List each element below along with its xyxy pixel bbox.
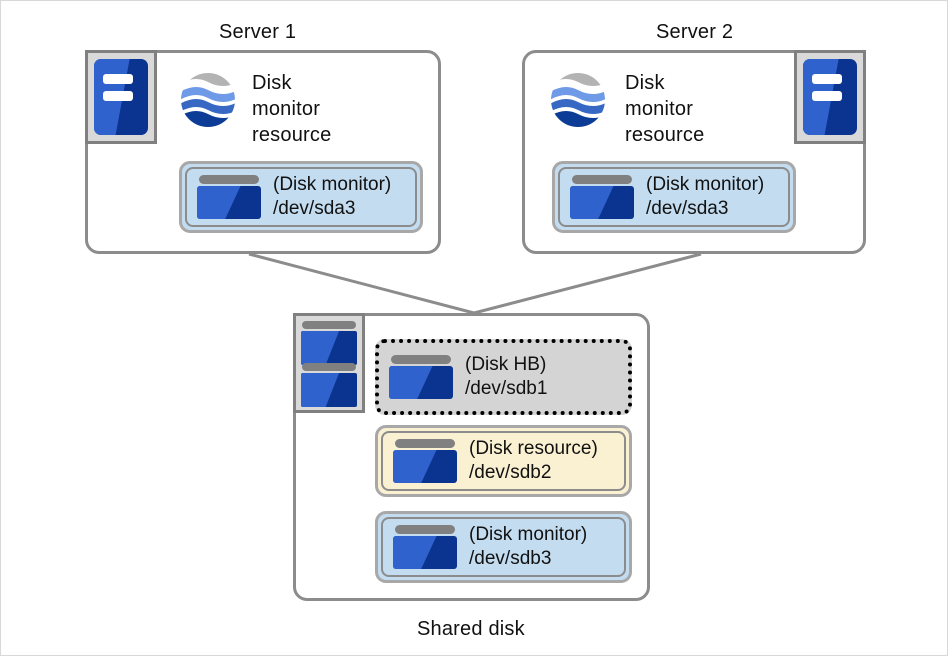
connector-server1-to-shared-disk bbox=[248, 252, 475, 315]
server-icon-bar-bottom bbox=[102, 90, 133, 101]
server1-disk-monitor-box[interactable]: (Disk monitor) /dev/sda3 bbox=[179, 161, 423, 233]
disk-icon-block bbox=[570, 186, 634, 219]
server2-disk-monitor-line1: (Disk monitor) bbox=[646, 174, 765, 196]
shared-disk-partition-hb-line2: /dev/sdb1 bbox=[465, 378, 548, 399]
disk-icon bbox=[197, 175, 261, 219]
shared-disk-partition-monitor[interactable]: (Disk monitor) /dev/sdb3 bbox=[375, 511, 632, 583]
shared-disk-unit-1-top-bar bbox=[302, 321, 356, 329]
server1-resource-title-line1: Disk bbox=[252, 72, 292, 94]
disk-icon-top-bar bbox=[395, 525, 455, 534]
server1-resource-title-line2: monitor bbox=[252, 98, 321, 120]
server2-caption: Server 2 bbox=[656, 21, 734, 43]
disk-icon bbox=[570, 175, 634, 219]
server2-disk-monitor-box[interactable]: (Disk monitor) /dev/sda3 bbox=[552, 161, 796, 233]
shared-disk-partition-monitor-line2: /dev/sdb3 bbox=[469, 548, 552, 569]
shared-disk-partition-resource-label: (Disk resource) /dev/sdb2 bbox=[469, 437, 598, 485]
disk-icon bbox=[389, 355, 453, 399]
shared-disk-partition-hb-line1: (Disk HB) bbox=[465, 354, 547, 376]
server-icon-bar-top bbox=[811, 74, 842, 85]
shared-disk-partition-resource[interactable]: (Disk resource) /dev/sdb2 bbox=[375, 425, 632, 497]
shared-disk-partition-monitor-inner: (Disk monitor) /dev/sdb3 bbox=[381, 517, 626, 577]
shared-disk-unit-1 bbox=[301, 321, 357, 365]
server2-disk-monitor-box-inner: (Disk monitor) /dev/sda3 bbox=[558, 167, 790, 227]
server-icon-bar-top bbox=[102, 74, 133, 85]
server2-resource-title-line1: Disk bbox=[625, 72, 665, 94]
shared-disk-partition-hb[interactable]: (Disk HB) /dev/sdb1 bbox=[375, 339, 632, 415]
server2-server-icon bbox=[794, 50, 866, 144]
shared-disk-unit-2-top-bar bbox=[302, 363, 356, 371]
server1-resource-title-line3: resource bbox=[252, 124, 332, 146]
disk-icon-top-bar bbox=[199, 175, 259, 184]
disk-icon bbox=[393, 439, 457, 483]
shared-disk-partition-resource-line2: /dev/sdb2 bbox=[469, 462, 552, 483]
disk-icon bbox=[393, 525, 457, 569]
server1-disk-monitor-line1: (Disk monitor) bbox=[273, 174, 392, 196]
disk-icon-block bbox=[393, 450, 457, 483]
shared-disk-partition-resource-line1: (Disk resource) bbox=[469, 438, 598, 460]
shared-disk-caption: Shared disk bbox=[417, 618, 525, 640]
disk-icon-top-bar bbox=[391, 355, 451, 364]
shared-disk-partition-resource-inner: (Disk resource) /dev/sdb2 bbox=[381, 431, 626, 491]
shared-disk-partition-hb-label: (Disk HB) /dev/sdb1 bbox=[465, 353, 547, 401]
shared-disk-partition-monitor-label: (Disk monitor) /dev/sdb3 bbox=[469, 523, 587, 571]
shared-disk-unit-1-block bbox=[301, 331, 357, 365]
disk-icon-block bbox=[393, 536, 457, 569]
shared-disk-icon bbox=[293, 313, 365, 413]
connector-server2-to-shared-disk bbox=[473, 252, 702, 315]
disk-icon-top-bar bbox=[395, 439, 455, 448]
server-icon-body bbox=[803, 59, 857, 135]
server1-globe-icon bbox=[181, 73, 235, 127]
server2-resource-title-line2: monitor bbox=[625, 98, 694, 120]
disk-icon-block bbox=[197, 186, 261, 219]
server-icon-body bbox=[94, 59, 148, 135]
server1-caption: Server 1 bbox=[219, 21, 297, 43]
server1-disk-monitor-box-inner: (Disk monitor) /dev/sda3 bbox=[185, 167, 417, 227]
server2-disk-monitor-line2: /dev/sda3 bbox=[646, 198, 729, 219]
disk-icon-top-bar bbox=[572, 175, 632, 184]
server1-disk-monitor-label: (Disk monitor) /dev/sda3 bbox=[273, 173, 391, 221]
server2-globe-icon bbox=[551, 73, 605, 127]
server1-server-icon bbox=[85, 50, 157, 144]
shared-disk-partition-monitor-line1: (Disk monitor) bbox=[469, 524, 588, 546]
server1-disk-monitor-line2: /dev/sda3 bbox=[273, 198, 356, 219]
server2-disk-monitor-label: (Disk monitor) /dev/sda3 bbox=[646, 173, 764, 221]
shared-disk-unit-2 bbox=[301, 363, 357, 407]
server2-resource-title-line3: resource bbox=[625, 124, 705, 146]
shared-disk-unit-2-block bbox=[301, 373, 357, 407]
shared-disk-partition-hb-inner: (Disk HB) /dev/sdb1 bbox=[375, 339, 632, 415]
disk-icon-block bbox=[389, 366, 453, 399]
server-icon-bar-bottom bbox=[811, 90, 842, 101]
